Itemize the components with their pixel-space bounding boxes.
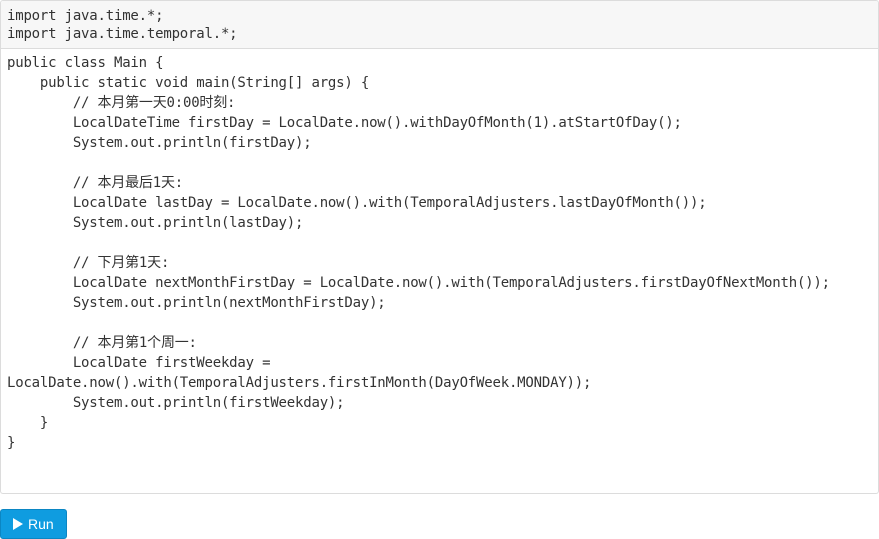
code-line: public class Main { bbox=[7, 55, 164, 71]
code-line bbox=[1, 233, 878, 253]
code-editor[interactable]: import java.time.*; import java.time.tem… bbox=[0, 0, 879, 494]
code-line: LocalDate firstWeekday = bbox=[7, 355, 271, 371]
code-line: public static void main(String[] args) { bbox=[7, 75, 370, 91]
code-line: System.out.println(lastDay); bbox=[7, 215, 304, 231]
run-button[interactable]: Run bbox=[0, 509, 67, 539]
code-line bbox=[1, 153, 878, 173]
code-line: LocalDate lastDay = LocalDate.now().with… bbox=[7, 195, 707, 211]
code-line: System.out.println(firstDay); bbox=[7, 135, 312, 151]
code-line bbox=[1, 313, 878, 333]
code-line: // 本月第1个周一: bbox=[7, 335, 197, 351]
run-button-label: Run bbox=[28, 516, 54, 532]
code-line: import java.time.*; bbox=[7, 8, 164, 24]
code-line: // 本月最后1天: bbox=[7, 175, 183, 191]
code-line: } bbox=[7, 435, 16, 451]
code-line: } bbox=[7, 415, 49, 431]
code-line: LocalDate nextMonthFirstDay = LocalDate.… bbox=[7, 275, 830, 291]
code-line: System.out.println(firstWeekday); bbox=[7, 395, 345, 411]
play-icon bbox=[13, 518, 23, 530]
code-line: LocalDateTime firstDay = LocalDate.now()… bbox=[7, 115, 682, 131]
code-line: // 本月第一天0:00时刻: bbox=[7, 95, 236, 111]
import-section: import java.time.*; import java.time.tem… bbox=[1, 1, 878, 49]
code-line: LocalDate.now().with(TemporalAdjusters.f… bbox=[7, 375, 592, 391]
code-line: // 下月第1天: bbox=[7, 255, 170, 271]
code-line: System.out.println(nextMonthFirstDay); bbox=[7, 295, 386, 311]
code-line: import java.time.temporal.*; bbox=[7, 26, 238, 42]
code-body[interactable]: public class Main { public static void m… bbox=[1, 49, 878, 453]
